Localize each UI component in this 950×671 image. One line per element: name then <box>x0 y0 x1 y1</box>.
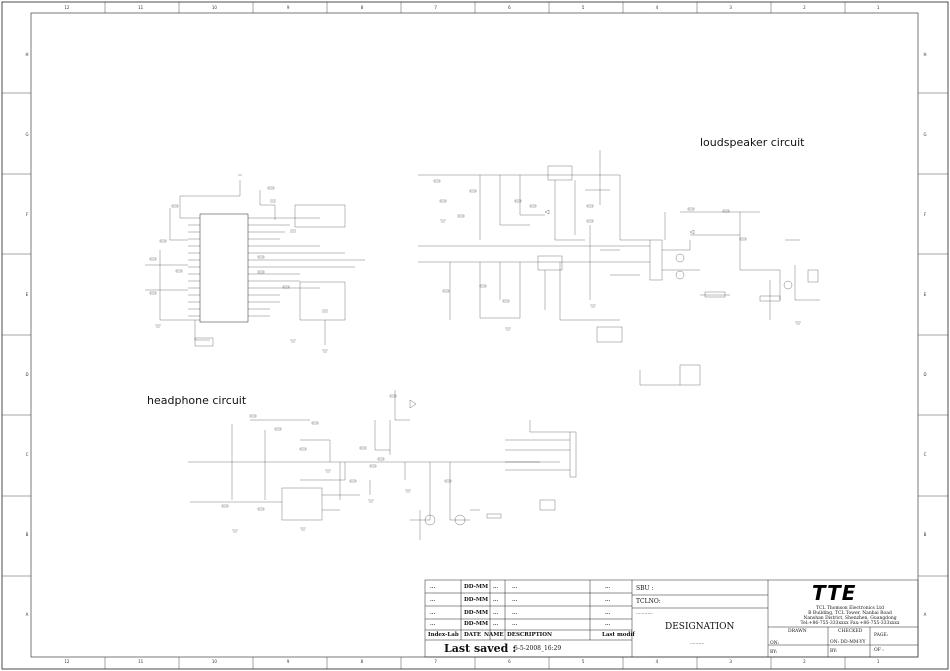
company-line: Tel:+86-755-333xxxx Fax:+86-755-333xxxx <box>800 621 900 626</box>
last-saved-label: Last saved : <box>444 642 517 655</box>
zone-label: 2 <box>803 5 806 10</box>
zone-label: 12 <box>64 5 70 10</box>
drawn-by-label: BY: <box>770 650 778 655</box>
zone-label: G <box>923 131 927 137</box>
zone-label: 9 <box>286 5 290 10</box>
zone-labels-left: H G F E D C B A <box>22 14 32 654</box>
zone-labels-right: H G F E D C B A <box>920 14 930 654</box>
zone-label: 11 <box>138 5 144 10</box>
checked-on-label: ON: DD-MM-YY <box>830 640 866 645</box>
rev-row-4-last-modif: ... <box>605 621 611 627</box>
zone-label: 8 <box>360 659 364 664</box>
loudspeaker-circuit-title: loudspeaker circuit <box>700 136 805 149</box>
zone-labels-top: 12 11 10 9 8 7 6 5 4 3 2 1 <box>30 4 915 12</box>
tuner-ic-circuit <box>145 174 365 353</box>
zone-labels-bottom: 12 11 10 9 8 7 6 5 4 3 2 1 <box>30 658 915 666</box>
last-saved-value: 5-5-2008_16:29 <box>514 645 562 652</box>
zone-label: A <box>25 611 29 617</box>
zone-label: 12 <box>64 659 70 664</box>
zone-label: A <box>923 611 927 617</box>
header-last-modif: Last modif <box>602 632 635 638</box>
company-address: TCL Thomson Electronics Ltd B Building, … <box>800 606 900 626</box>
zone-label: H <box>25 51 29 57</box>
zone-label: B <box>923 531 927 537</box>
of-label: OF : <box>874 648 884 653</box>
rev-row-1-index: ... <box>430 584 436 590</box>
headphone-circuit-title: headphone circuit <box>147 394 247 407</box>
zone-label: 1 <box>876 659 880 664</box>
dotted-line: ............ <box>636 611 654 616</box>
rev-row-1-date: DD-MM <box>464 584 489 590</box>
checked-by-label: BY: <box>830 649 838 654</box>
rev-row-1-last-modif: ... <box>605 584 611 590</box>
zone-label: 7 <box>434 659 437 664</box>
rev-row-2-index: ... <box>430 597 436 603</box>
rev-row-2-date: DD-MM <box>464 597 489 603</box>
zone-label: 2 <box>803 659 806 664</box>
tclno-label: TCLNO: <box>636 598 661 605</box>
rev-row-4-date: DD-MM <box>464 621 489 627</box>
zone-label: 3 <box>729 659 732 664</box>
zone-label: E <box>923 291 927 297</box>
zone-label: D <box>25 371 29 377</box>
rev-row-1-description: ... <box>512 584 518 590</box>
zone-label: C <box>25 451 29 457</box>
header-date: DATE <box>464 632 482 638</box>
zone-label: F <box>25 211 29 217</box>
headphone-circuit <box>188 390 577 540</box>
rev-row-2-name: ... <box>493 597 499 603</box>
company-line: TCL Thomson Electronics Ltd <box>816 606 884 611</box>
sbu-label: SBU : <box>636 585 654 592</box>
zone-label: E <box>25 291 29 297</box>
zone-label: 10 <box>211 659 217 664</box>
zone-label: H <box>923 51 927 57</box>
zone-label: B <box>25 531 29 537</box>
rev-row-2-last-modif: ... <box>605 597 611 603</box>
rev-row-4-name: ... <box>493 621 499 627</box>
zone-label: G <box>25 131 29 137</box>
header-description: DESCRIPTION <box>507 632 553 638</box>
zone-label: D <box>923 371 927 377</box>
header-index-lab: Index-Lab <box>428 632 459 638</box>
rev-row-3-description: ... <box>512 610 518 616</box>
title-block-frame <box>424 579 919 658</box>
zone-label: 8 <box>360 5 364 10</box>
company-line: B Building, TCL Tower, Nanhai Road <box>808 611 892 616</box>
rev-row-3-date: DD-MM <box>464 610 489 616</box>
zone-label: F <box>923 211 927 217</box>
rev-row-4-index: ... <box>430 621 436 627</box>
zone-label: 4 <box>655 659 659 664</box>
zone-label: C <box>923 451 927 457</box>
zone-label: 1 <box>876 5 880 10</box>
rev-row-4-description: ... <box>512 621 518 627</box>
company-line: Nanshan District, Shenzhen, Guangdong <box>803 616 897 621</box>
zone-label: 5 <box>581 5 585 10</box>
zone-label: 7 <box>434 5 437 10</box>
zone-label: 11 <box>138 659 144 664</box>
rev-row-3-last-modif: ... <box>605 610 611 616</box>
drawn-label: DRAWN <box>788 629 807 634</box>
zone-label: 10 <box>211 5 217 10</box>
rev-row-3-index: ... <box>430 610 436 616</box>
zone-label: 4 <box>655 5 659 10</box>
designation-value: .......... <box>690 641 705 646</box>
zone-label: 6 <box>508 5 511 10</box>
rev-row-2-description: ... <box>512 597 518 603</box>
page-label: PAGE: <box>874 633 889 638</box>
rev-row-1-name: ... <box>493 584 499 590</box>
zone-label: 5 <box>581 659 585 664</box>
designation-label: DESIGNATION <box>665 622 735 632</box>
zone-label: 9 <box>286 659 290 664</box>
zone-label: 6 <box>508 659 511 664</box>
header-name: NAME <box>484 632 504 638</box>
drawn-on-label: ON: <box>770 641 779 646</box>
rev-row-3-name: ... <box>493 610 499 616</box>
zone-label: 3 <box>729 5 732 10</box>
loudspeaker-circuit <box>418 150 820 386</box>
tte-logo: TTE <box>812 581 857 605</box>
checked-label: CHECKED <box>838 629 863 634</box>
